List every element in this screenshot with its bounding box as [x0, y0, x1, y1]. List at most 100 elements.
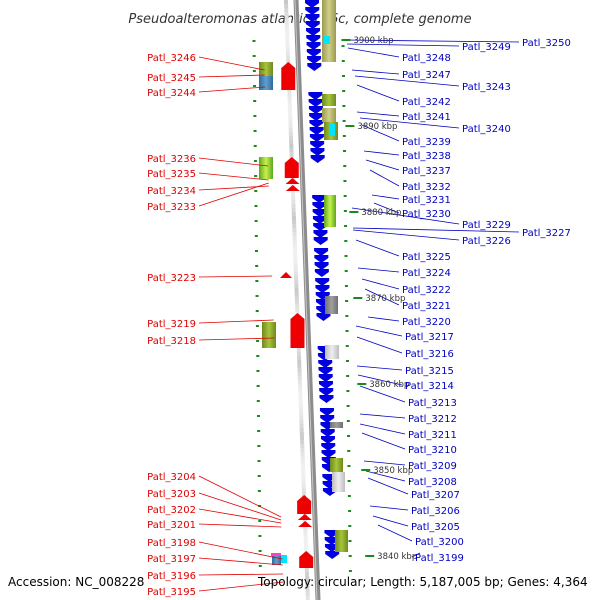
gc-cell — [295, 300, 299, 304]
left-gene-label: Patl_3195 — [147, 587, 196, 598]
right-gene-label: Patl_3232 — [402, 182, 451, 193]
forward-gene-arrow — [313, 230, 328, 238]
ortholog-block — [335, 530, 348, 552]
label-leader — [357, 374, 403, 386]
label-leader — [356, 336, 403, 354]
right-gene-label: Patl_3241 — [402, 112, 451, 123]
label-leader — [359, 423, 406, 435]
gc-cell — [292, 244, 297, 248]
label-leader — [198, 557, 283, 566]
forward-gene-arrow — [320, 436, 335, 444]
forward-gene-arrow — [313, 223, 328, 231]
label-leader — [344, 39, 520, 43]
label-leader — [371, 194, 400, 200]
gc-cell — [285, 48, 290, 52]
label-leader — [355, 325, 403, 337]
label-leader — [198, 581, 284, 592]
forward-gene-arrow — [325, 551, 340, 559]
reverse-gene-arrow — [281, 62, 296, 90]
right-gene-label: Patl_3199 — [415, 553, 464, 564]
guide-dot — [345, 345, 349, 347]
right-gene-label: Patl_3247 — [402, 70, 451, 81]
gc-cell — [291, 216, 296, 220]
forward-gene-arrow — [318, 374, 333, 382]
guide-dot — [252, 55, 256, 57]
guide-dot — [341, 75, 345, 77]
guide-dot — [348, 510, 352, 512]
gc-cell — [284, 20, 289, 24]
right-gene-label: Patl_3200 — [415, 537, 464, 548]
left-gene-label: Patl_3244 — [147, 88, 196, 99]
left-gene-label: Patl_3233 — [147, 202, 196, 213]
gc-cell — [292, 232, 297, 236]
guide-dot — [256, 355, 260, 357]
gc-cell — [287, 100, 292, 104]
reverse-gene-arrow — [290, 313, 305, 348]
guide-dot — [257, 475, 261, 477]
gc-cell — [291, 208, 296, 212]
gc-cell — [289, 140, 294, 144]
reverse-gene-arrow — [297, 495, 312, 514]
forward-gene-arrow — [318, 381, 333, 389]
guide-dot — [257, 460, 261, 462]
kbp-label: 3870 kbp — [365, 294, 405, 304]
forward-gene-arrow — [312, 209, 327, 217]
guide-dot — [344, 225, 348, 227]
reverse-gene-arrow — [285, 178, 300, 184]
guide-dot — [347, 450, 351, 452]
gc-cell — [304, 568, 309, 572]
gc-cell — [296, 348, 301, 352]
guide-dot — [341, 45, 345, 47]
forward-gene-arrow — [314, 262, 329, 270]
gc-cell — [300, 444, 305, 448]
label-leader — [359, 413, 406, 419]
gc-cell — [305, 596, 310, 600]
right-gene-labels: Patl_3250Patl_3249Patl_3248Patl_3247Patl… — [402, 38, 571, 564]
ortholog-block — [259, 157, 273, 179]
forward-gene-arrow — [315, 278, 330, 286]
right-gene-label: Patl_3230 — [402, 209, 451, 220]
guide-dot — [344, 240, 348, 242]
guide-dot — [345, 360, 349, 362]
gc-cell — [287, 96, 292, 100]
gc-cell — [293, 264, 298, 268]
right-gene-label: Patl_3212 — [408, 414, 457, 425]
forward-gene-arrow — [307, 63, 322, 71]
left-gene-label: Patl_3235 — [147, 169, 196, 180]
right-gene-label: Patl_3222 — [402, 285, 451, 296]
label-leader-lines — [198, 39, 520, 592]
highlight-block — [330, 124, 335, 136]
label-leader — [365, 159, 400, 171]
right-gene-label: Patl_3210 — [408, 445, 457, 456]
gc-cell — [288, 132, 293, 136]
gc-cell — [291, 192, 296, 196]
right-gene-label: Patl_3240 — [462, 124, 511, 135]
forward-gene-arrow — [308, 99, 323, 107]
forward-gene-arrow — [312, 195, 327, 203]
gc-cell — [292, 224, 297, 228]
forward-gene-arrow — [310, 155, 325, 163]
label-leader — [198, 337, 275, 341]
guide-dot — [343, 180, 347, 182]
feature-layer — [259, 0, 348, 568]
label-leader — [365, 470, 406, 482]
kbp-label: 3840 kbp — [377, 552, 417, 562]
guide-dot — [257, 445, 261, 447]
right-gene-label: Patl_3226 — [462, 236, 511, 247]
label-leader — [364, 288, 400, 306]
gc-cell — [292, 240, 297, 244]
left-gene-label: Patl_3246 — [147, 53, 196, 64]
map-title: Pseudoalteromonas atlantica T6c, complet… — [128, 12, 471, 27]
gc-cell — [299, 412, 304, 416]
forward-gene-arrow — [309, 113, 324, 121]
left-gene-label: Patl_3219 — [147, 319, 196, 330]
gc-cell — [301, 484, 306, 488]
gc-cell — [285, 36, 290, 40]
right-gene-label: Patl_3231 — [402, 195, 451, 206]
reverse-gene-arrow — [280, 272, 292, 278]
ortholog-block — [324, 195, 336, 227]
guide-dot — [255, 250, 258, 252]
guide-dot — [343, 150, 347, 152]
guide-dot — [345, 315, 349, 317]
